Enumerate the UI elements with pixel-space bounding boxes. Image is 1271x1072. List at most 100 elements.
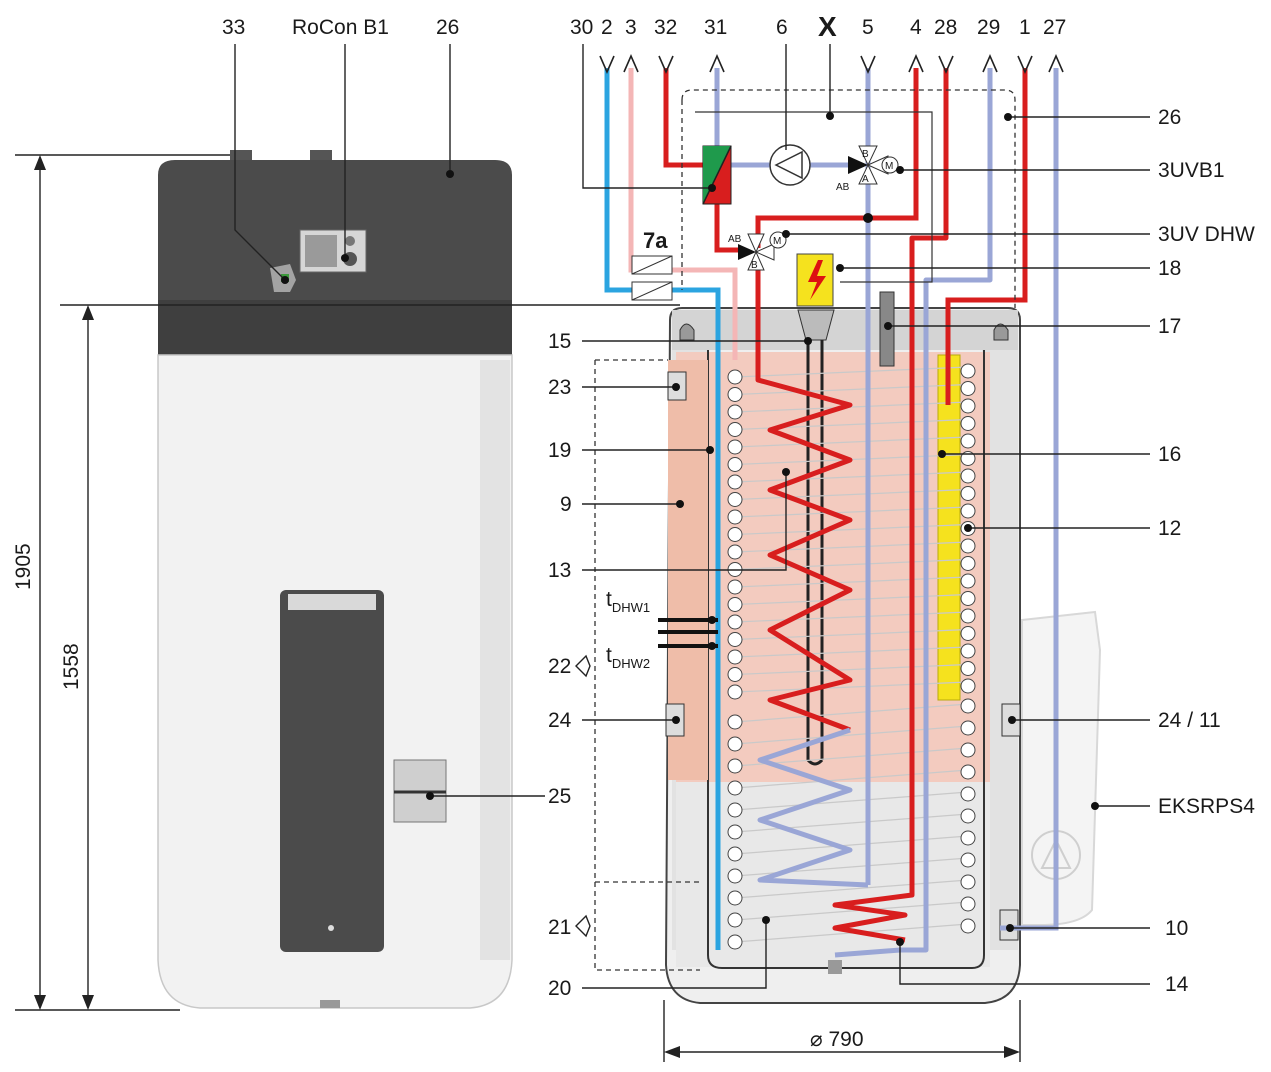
- arrow-down-icon: [860, 55, 876, 74]
- motor-1-m: M: [885, 161, 893, 172]
- valve2-ab: AB: [728, 234, 742, 245]
- dimension-lines: 1905 1558 ⌀ 790: [12, 154, 1021, 1062]
- coil-ring: [960, 433, 976, 449]
- coil-ring: [727, 614, 743, 630]
- pipe-exchanger-out: [714, 185, 745, 253]
- coil-ring: [727, 527, 743, 542]
- dim-body-arrow-top: [82, 305, 94, 320]
- pipe-28: [832, 68, 949, 943]
- dot-26: [1004, 113, 1012, 121]
- arrow-down-icon: [599, 55, 615, 74]
- heat-exchanger-icon: [702, 145, 732, 205]
- coil-ring: [727, 474, 743, 490]
- dot-17: [884, 322, 892, 330]
- top-fitting-left: [679, 323, 695, 341]
- cutaway-left-labels: 15 23 19 9 13 22 24 21 20 25: [548, 330, 812, 1000]
- dashed-boundaries: [594, 89, 1016, 971]
- arrow-up-icon: [982, 54, 998, 73]
- three-way-valve-3uvb1: B A AB M: [836, 145, 899, 193]
- arrow-up-icon: [623, 54, 639, 73]
- label-15: 15: [548, 330, 571, 353]
- coil-ring: [727, 868, 743, 884]
- motor-icon-1: [881, 156, 899, 174]
- coil-ring: [727, 509, 743, 525]
- top-label-6: 6: [776, 16, 788, 39]
- coil-ring: [960, 643, 976, 659]
- coil-ring: [727, 846, 743, 862]
- dim-dia-arrow-left: [664, 1046, 680, 1058]
- label-12: 12: [1158, 517, 1181, 540]
- coil-stripe: [734, 663, 969, 676]
- dot-16: [938, 450, 946, 458]
- storage-tank: [664, 253, 1021, 1004]
- coil-ring: [960, 918, 976, 934]
- top-label-4: 4: [910, 16, 922, 39]
- inner-vessel: [707, 350, 985, 969]
- coil-ring: [960, 503, 976, 519]
- label-eksrps4: EKSRPS4: [1158, 795, 1255, 818]
- arrow-up-icon: [709, 54, 725, 73]
- top-fitting-right: [993, 323, 1009, 341]
- coil-ring: [727, 649, 743, 665]
- coil-ring: [960, 591, 976, 606]
- label-17: 17: [1158, 315, 1181, 338]
- components: B A AB M AB B M 7a: [631, 144, 899, 301]
- bracket-21-mark: [575, 914, 591, 938]
- dim-total-arrow-bottom: [34, 995, 46, 1010]
- coil-ring: [960, 661, 976, 676]
- dot-19: [706, 446, 714, 454]
- cold-zone: [676, 782, 990, 967]
- coil-ring: [960, 556, 976, 571]
- coil-stripe: [734, 366, 969, 378]
- top-label-30: 30: [570, 16, 593, 39]
- pipe-3-circulation: [628, 68, 738, 360]
- top-labels: 30 2 3 32 31 6 X 5 4 28 29 1 27: [570, 11, 1066, 192]
- leader-33: [234, 44, 286, 281]
- dot-x: [826, 112, 834, 120]
- dot-3uvdhw: [782, 230, 790, 238]
- rocon-button: [345, 236, 355, 246]
- dot-24: [672, 716, 680, 724]
- flow-arrows: [599, 54, 1064, 74]
- element-15: [797, 309, 835, 341]
- coil-ring: [960, 896, 976, 912]
- top-label-31: 31: [704, 16, 727, 39]
- sensor-t1-dot: [708, 616, 716, 624]
- exterior-unit: [157, 150, 513, 1009]
- coil-ring: [727, 457, 743, 472]
- dot-eksrps4: [1091, 802, 1099, 810]
- dot-3uvb1: [896, 166, 904, 174]
- exterior-labels: 33 RoCon B1 26: [222, 16, 545, 800]
- label-3uvdhw: 3UV DHW: [1158, 223, 1255, 246]
- leader-14: [899, 942, 1150, 985]
- top-label-2: 2: [601, 16, 613, 39]
- dot-25: [426, 792, 434, 800]
- label-26-left: 26: [436, 16, 459, 39]
- leader-20: [582, 920, 767, 989]
- motor-icon-2: [769, 231, 787, 249]
- coil-ring: [960, 742, 976, 758]
- upper-casing-band: [158, 300, 512, 355]
- dot-13: [782, 468, 790, 476]
- coil-ring: [727, 802, 743, 818]
- valve1-ab: AB: [836, 182, 850, 193]
- arrow-down-icon: [1017, 55, 1033, 74]
- arrow-down-icon: [938, 55, 954, 74]
- sensor-t2-dot: [708, 642, 716, 650]
- top-label-29: 29: [977, 16, 1000, 39]
- coil-ring: [727, 890, 743, 906]
- coil-ring: [960, 608, 976, 624]
- red-coil-13: [755, 262, 853, 733]
- rocon-display: [305, 235, 337, 267]
- coil-ring: [960, 786, 976, 802]
- pipe-4: [755, 68, 919, 248]
- valve1-a: A: [862, 174, 869, 185]
- top-label-32: 32: [654, 16, 677, 39]
- coil-stripe: [734, 593, 969, 606]
- control-box-inner: [695, 111, 933, 283]
- label-3uvb1: 3UVB1: [1158, 159, 1225, 182]
- coil-ring: [727, 714, 743, 730]
- coil-ring: [727, 736, 743, 752]
- control-box-x: [681, 89, 1016, 308]
